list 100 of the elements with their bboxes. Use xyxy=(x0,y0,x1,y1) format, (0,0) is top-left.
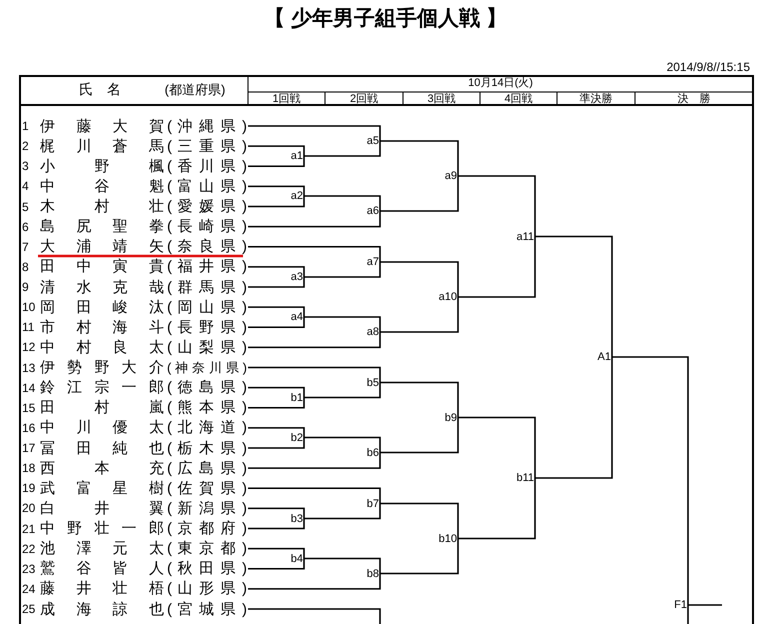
prefecture: ( 福 井 県 ) xyxy=(167,257,247,276)
prefecture: ( 群 馬 県 ) xyxy=(167,278,247,296)
prefecture: ( 奈 良 県 ) xyxy=(167,237,247,256)
prefecture: ( 香 川 県 ) xyxy=(167,156,247,176)
player-name: 中 谷 魁 xyxy=(40,176,164,196)
bracket-line xyxy=(248,452,381,469)
bracket-line xyxy=(458,416,536,478)
bracket-line xyxy=(248,574,381,590)
bracket-line xyxy=(380,418,459,454)
entry-number: 2 xyxy=(22,139,30,154)
player-name: 島 尻 聖 拳 xyxy=(40,217,164,236)
entry-number: 10 xyxy=(22,300,36,314)
entry-number: 5 xyxy=(22,200,30,214)
bracket-line xyxy=(248,608,381,624)
entry-number: 24 xyxy=(22,582,36,596)
player-name: 鈴 江 宗 一 郎 xyxy=(40,378,164,398)
player-name: 伊 藤 大 賀 xyxy=(40,116,164,136)
bracket-line xyxy=(304,316,381,332)
prefecture: ( 北 海 道 ) xyxy=(167,418,247,438)
column-header: 10月14日(火) xyxy=(467,77,534,90)
prefecture: ( 長 崎 県 ) xyxy=(167,217,247,236)
entry-number: 8 xyxy=(22,260,30,274)
prefecture: ( 徳 島 県 ) xyxy=(167,378,247,398)
match-label: b3 xyxy=(290,512,304,526)
bracket-line xyxy=(304,141,381,157)
match-label: b1 xyxy=(290,390,304,404)
entry-number: 21 xyxy=(22,522,36,536)
player-name: 田 中 寅 貴 xyxy=(40,257,164,276)
entry-number: 3 xyxy=(22,159,30,174)
player-name: 梶 川 蒼 馬 xyxy=(40,136,164,156)
bracket-line xyxy=(304,382,381,398)
column-header: 3回戦 xyxy=(426,93,457,106)
bracket-line xyxy=(248,518,305,530)
entry-number: 4 xyxy=(22,179,30,194)
prefecture: ( 広 島 県 ) xyxy=(167,458,247,478)
bracket-line xyxy=(248,306,305,317)
bracket-line xyxy=(380,538,459,574)
entry-number: 14 xyxy=(22,380,36,395)
match-label: b11 xyxy=(516,471,535,485)
entry-number: 11 xyxy=(22,320,36,334)
bracket-line xyxy=(248,487,381,504)
player-name: 冨 田 純 也 xyxy=(40,438,164,458)
match-label: a11 xyxy=(516,230,535,244)
match-label: A1 xyxy=(598,350,612,364)
bracket-line xyxy=(248,186,305,196)
prefecture: ( 岡 山 県 ) xyxy=(167,298,247,317)
bracket-line xyxy=(248,277,305,288)
title: 【 少年男子組手個人戦 】 xyxy=(263,6,508,32)
player-name: 白 井 翼 xyxy=(40,498,164,518)
player-name: 武 富 星 樹 xyxy=(40,478,164,498)
bracket-line xyxy=(458,478,536,540)
player-name: 中 川 優 太 xyxy=(40,418,164,438)
player-name: 中 村 良 太 xyxy=(40,338,164,357)
prefecture: ( 東 京 都 ) xyxy=(167,539,247,558)
entry-number: 6 xyxy=(22,220,30,234)
bracket-line xyxy=(304,558,381,574)
match-label: b6 xyxy=(366,446,380,460)
match-label: b8 xyxy=(366,566,380,580)
column-header: (都道府県) xyxy=(164,83,226,96)
entry-number: 19 xyxy=(22,481,36,496)
player-name: 小 野 楓 xyxy=(40,156,164,176)
column-header: 氏 名 xyxy=(78,83,122,96)
bracket-line xyxy=(458,236,536,298)
bracket-line xyxy=(248,508,305,518)
match-label: a1 xyxy=(290,149,304,163)
bracket-line xyxy=(248,125,381,141)
bracket-line xyxy=(612,356,689,605)
bracket-line xyxy=(248,366,381,382)
prefecture: ( 京 都 府 ) xyxy=(167,519,247,538)
player-name: 清 水 克 哉 xyxy=(40,278,164,296)
match-label: b7 xyxy=(366,496,380,510)
match-label: a3 xyxy=(290,270,304,284)
player-name: 中 野 壮 一 郎 xyxy=(40,519,164,538)
prefecture: ( 熊 本 県 ) xyxy=(167,398,247,418)
entry-number: 9 xyxy=(22,280,30,294)
entry-number: 22 xyxy=(22,542,36,556)
entry-number: 20 xyxy=(22,501,36,516)
bracket-line xyxy=(248,386,305,398)
entry-number: 16 xyxy=(22,420,36,435)
column-header: 準決勝 xyxy=(578,93,614,106)
bracket-line xyxy=(458,175,536,236)
prefecture: (神奈川県) xyxy=(167,358,247,376)
column-header: 2回戦 xyxy=(348,93,380,106)
match-label: a7 xyxy=(366,255,380,269)
bracket-line xyxy=(248,558,305,570)
prefecture: ( 栃 木 県 ) xyxy=(167,438,247,458)
match-label: b9 xyxy=(444,410,458,424)
bracket-line xyxy=(380,261,459,297)
prefecture: ( 三 重 県 ) xyxy=(167,136,247,156)
bracket-line xyxy=(687,605,689,624)
player-name: 成 海 諒 也 xyxy=(40,600,164,618)
bracket-line xyxy=(380,176,459,212)
match-label: a5 xyxy=(366,134,380,148)
match-label: a2 xyxy=(290,189,304,203)
player-name: 池 澤 元 太 xyxy=(40,539,164,558)
prefecture: ( 山 形 県 ) xyxy=(167,579,247,598)
bracket-line xyxy=(380,502,459,538)
column-header: 決 勝 xyxy=(676,93,712,106)
match-label: a10 xyxy=(438,290,458,304)
prefecture: ( 秋 田 県 ) xyxy=(167,559,247,578)
